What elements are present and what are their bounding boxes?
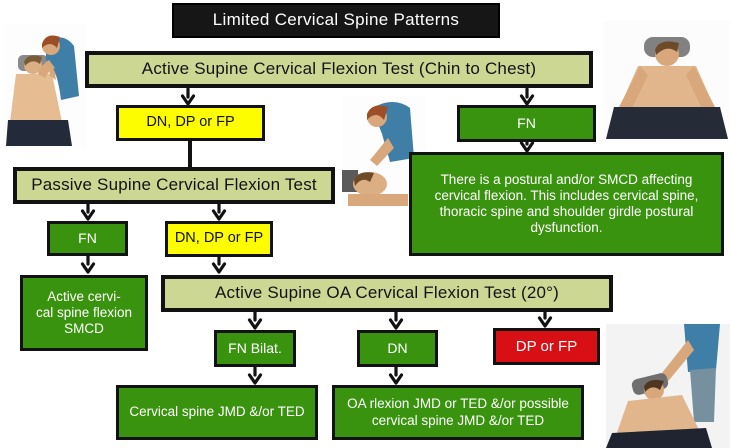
- arrow: [247, 365, 263, 385]
- arrow: [388, 365, 404, 385]
- arrow: [247, 310, 263, 330]
- examiner-jeans: [690, 368, 716, 422]
- arrow: [519, 87, 535, 106]
- arrow: [80, 202, 96, 221]
- arrow: [211, 255, 227, 274]
- examiner-shirt: [684, 324, 720, 372]
- patient-pants: [606, 107, 728, 139]
- patient-shorts: [606, 428, 712, 448]
- arrow: [180, 87, 196, 106]
- examiner-arm: [370, 138, 394, 166]
- node-passive-supine-flexion-test: Passive Supine Cervical Flexion Test: [13, 167, 335, 204]
- patient-pants: [6, 120, 72, 146]
- photo-examiner-assessing-supine-patient: [4, 24, 86, 148]
- node-finding-dn: DN: [357, 330, 438, 367]
- arrow: [80, 254, 96, 274]
- arrow: [537, 310, 553, 328]
- node-finding-fn-bilat: FN Bilat.: [214, 330, 296, 367]
- patient-left-arm: [618, 66, 648, 113]
- patient-right-arm: [686, 66, 716, 113]
- node-active-supine-flexion-test: Active Supine Cervical Flexion Test (Chi…: [85, 51, 593, 88]
- node-finding-fn-1: FN: [457, 105, 596, 142]
- patient-shoulder: [348, 194, 408, 206]
- arrow: [211, 202, 227, 221]
- node-finding-dn-dp-fp-1: DN, DP or FP: [116, 105, 265, 141]
- node-active-cervical-smcd-result: Active cervi- cal spine flexion SMCD: [20, 275, 148, 351]
- node-finding-dp-fp: DP or FP: [493, 328, 600, 365]
- node-oa-jmd-ted-result: OA rlexion JMD or TED &/or possible cerv…: [332, 385, 584, 440]
- patient-torso: [10, 74, 62, 122]
- examiner-arm: [658, 340, 694, 385]
- arrow: [388, 310, 404, 330]
- chart-title: Limited Cervical Spine Patterns: [172, 3, 500, 38]
- photo-oa-flexion-assessment: [606, 324, 730, 448]
- node-postural-smcd-result: There is a postural and/or SMCD affectin…: [409, 152, 724, 256]
- node-active-supine-oa-flexion-test: Active Supine OA Cervical Flexion Test (…: [161, 275, 613, 312]
- photo-supine-patient-chin-to-chest: [604, 21, 730, 141]
- photo-passive-flexion-closeup: [342, 96, 426, 206]
- examiner-arm: [38, 60, 55, 78]
- node-finding-dn-dp-fp-2: DN, DP or FP: [165, 221, 273, 257]
- arrow: [519, 140, 535, 153]
- node-cervical-jmd-ted-result: Cervical spine JMD &/or TED: [116, 385, 318, 440]
- node-finding-fn-2: FN: [47, 221, 128, 256]
